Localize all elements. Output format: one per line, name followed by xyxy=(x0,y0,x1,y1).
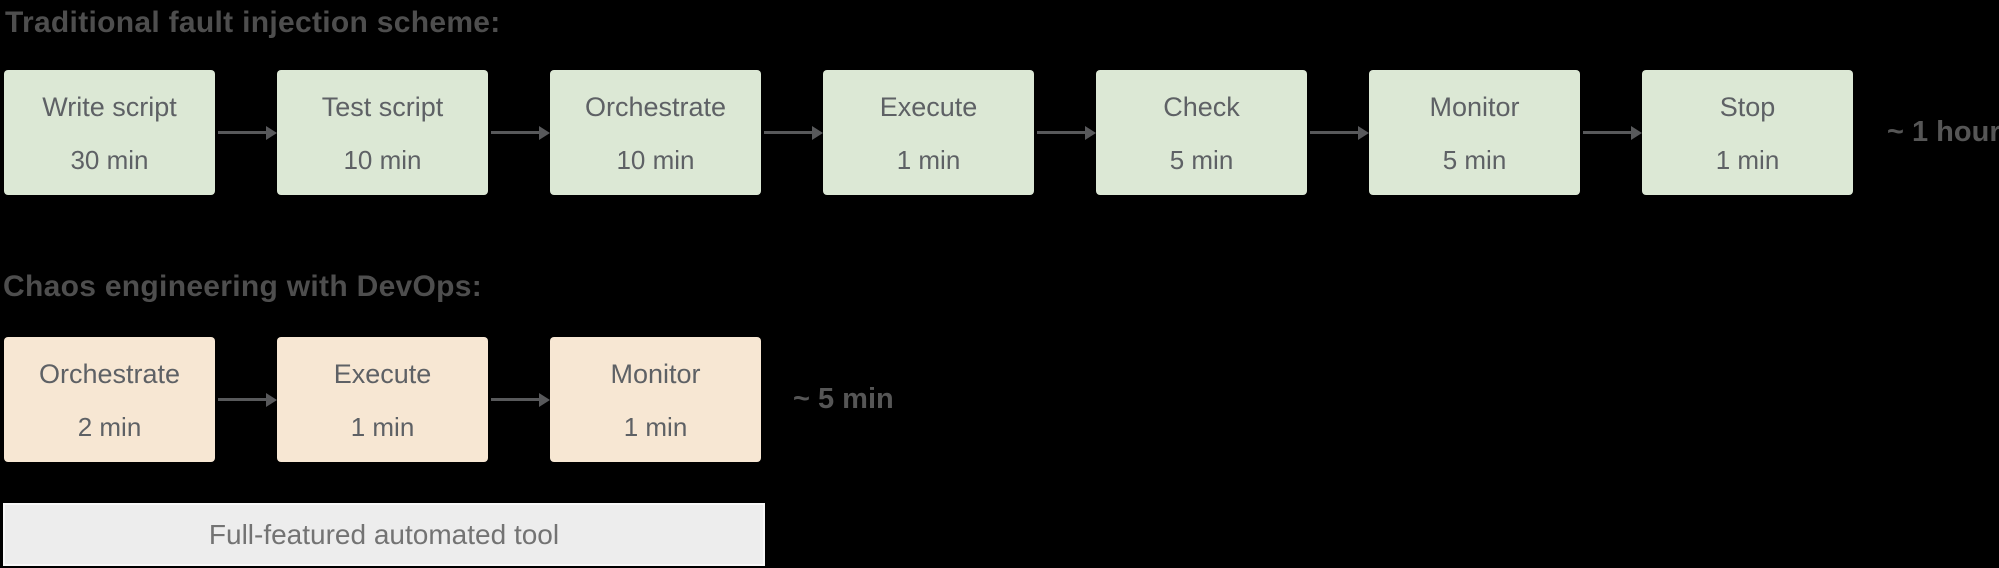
step-box-monitor: Monitor 1 min xyxy=(550,337,761,462)
step-label: Monitor xyxy=(610,358,701,389)
arrow-head xyxy=(1631,125,1642,140)
right-arrow-icon xyxy=(1307,125,1369,140)
step-box-execute: Execute 1 min xyxy=(823,70,1034,195)
step-box-test-script: Test script 10 min xyxy=(277,70,488,195)
traditional-flow: Write script 30 min Test script 10 min O… xyxy=(4,70,1999,195)
step-label: Test script xyxy=(321,91,444,122)
right-arrow-icon xyxy=(1034,125,1096,140)
tool-banner-label: Full-featured automated tool xyxy=(208,518,560,550)
step-box-orchestrate: Orchestrate 10 min xyxy=(550,70,761,195)
step-box-stop: Stop 1 min xyxy=(1642,70,1853,195)
step-box-execute: Execute 1 min xyxy=(277,337,488,462)
arrow-head xyxy=(1085,125,1096,140)
arrow-line xyxy=(1583,131,1632,134)
step-label: Monitor xyxy=(1429,91,1520,122)
tool-banner: Full-featured automated tool xyxy=(3,503,765,566)
step-duration: 10 min xyxy=(343,144,422,175)
arrow-line xyxy=(218,398,267,401)
arrow-line xyxy=(218,131,267,134)
arrow-head xyxy=(266,392,277,407)
devops-flow: Orchestrate 2 min Execute 1 min Monitor … xyxy=(4,337,894,462)
step-duration: 1 min xyxy=(350,411,415,442)
arrow-head xyxy=(539,125,550,140)
step-label: Execute xyxy=(333,358,432,389)
step-box-check: Check 5 min xyxy=(1096,70,1307,195)
step-box-orchestrate: Orchestrate 2 min xyxy=(4,337,215,462)
right-arrow-icon xyxy=(1580,125,1642,140)
step-duration: 2 min xyxy=(77,411,142,442)
step-duration: 5 min xyxy=(1169,144,1234,175)
arrow-line xyxy=(764,131,813,134)
right-arrow-icon xyxy=(488,125,550,140)
step-box-monitor: Monitor 5 min xyxy=(1369,70,1580,195)
step-label: Orchestrate xyxy=(584,91,727,122)
arrow-line xyxy=(491,131,540,134)
step-duration: 1 min xyxy=(1715,144,1780,175)
step-duration: 1 min xyxy=(896,144,961,175)
step-duration: 1 min xyxy=(623,411,688,442)
right-arrow-icon xyxy=(215,392,277,407)
section-title-traditional: Traditional fault injection scheme: xyxy=(5,6,501,39)
arrow-head xyxy=(812,125,823,140)
arrow-line xyxy=(1037,131,1086,134)
arrow-head xyxy=(266,125,277,140)
step-label: Write script xyxy=(42,91,177,122)
step-box-write-script: Write script 30 min xyxy=(4,70,215,195)
step-duration: 10 min xyxy=(616,144,695,175)
arrow-head xyxy=(539,392,550,407)
step-label: Execute xyxy=(879,91,978,122)
right-arrow-icon xyxy=(761,125,823,140)
right-arrow-icon xyxy=(488,392,550,407)
step-label: Orchestrate xyxy=(38,358,181,389)
total-time-devops: ~ 5 min xyxy=(793,383,894,415)
step-label: Stop xyxy=(1719,91,1776,122)
total-time-traditional: ~ 1 hour xyxy=(1887,116,1999,148)
step-duration: 30 min xyxy=(70,144,149,175)
step-duration: 5 min xyxy=(1442,144,1507,175)
arrow-line xyxy=(1310,131,1359,134)
step-label: Check xyxy=(1163,91,1240,122)
arrow-line xyxy=(491,398,540,401)
section-title-devops: Chaos engineering with DevOps: xyxy=(3,270,483,303)
right-arrow-icon xyxy=(215,125,277,140)
arrow-head xyxy=(1358,125,1369,140)
